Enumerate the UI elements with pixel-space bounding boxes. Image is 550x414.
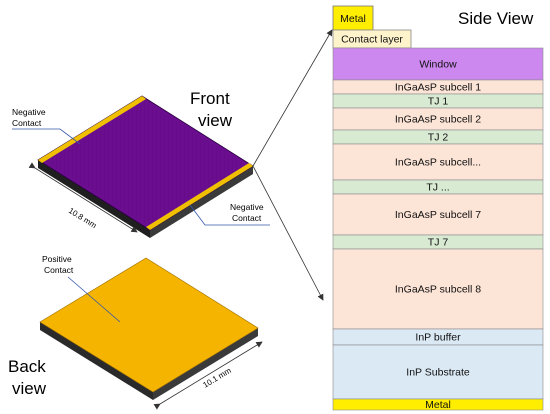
negative-contact-label-right-2: Contact [232,213,262,223]
front-view-label-1: Front [190,89,230,108]
layer-rect-12 [332,398,544,411]
negative-contact-label-right-1: Negative [230,202,264,212]
back-view-chip [39,257,259,400]
layer-label-4: TJ 2 [428,131,449,143]
metal-top-label: Metal [340,13,366,25]
front-view-chip [37,95,254,238]
negative-contact-leader-right [189,204,270,226]
contact-layer-label: Contact layer [341,33,403,45]
dim-line-front [28,162,138,233]
back-chip-left-edge [40,322,153,400]
negative-contact-label-top-2: Contact [12,118,42,128]
negative-contact-label-top-1: Negative [12,107,46,117]
arrow-to-bottom [252,165,324,301]
side-view-label: Side View [458,9,534,28]
layer-label-3: InGaAsP subcell 2 [395,113,481,125]
negative-contact-stripe-top [38,96,146,163]
negative-contact-stripe-bottom [146,163,253,230]
positive-contact-leader [67,276,121,323]
negative-contact-leader-top [12,128,81,145]
layer-label-9: InGaAsP subcell 8 [395,283,481,295]
dim-label-front: 10.8 mm [67,206,98,230]
layer-label-8: TJ 7 [428,236,449,248]
layer-label-5: InGaAsP subcell... [395,156,481,168]
back-view-label-2: view [12,379,47,398]
layer-label-10: InP buffer [415,331,461,343]
layer-rect-5 [332,143,544,181]
front-view-label-2: view [198,111,233,130]
arrow-to-top [252,29,333,167]
layer-label-7: InGaAsP subcell 7 [395,209,481,221]
layer-rect-0 [332,47,544,81]
layer-label-1: InGaAsP subcell 1 [395,81,481,93]
front-chip-grid [44,100,247,226]
layer-label-12: Metal [425,399,451,411]
layer-label-2: TJ 1 [428,95,449,107]
layer-label-0: Window [419,58,457,70]
layer-rect-11 [332,344,544,400]
layer-label-11: InP Substrate [406,366,470,378]
front-chip-right-edge [150,166,253,238]
back-view-label-1: Back [8,357,46,376]
positive-contact-label-2: Contact [44,265,74,275]
positive-contact-label-1: Positive [42,254,72,264]
layer-rect-7 [332,193,544,236]
layer-label-6: TJ ... [426,181,449,193]
dim-line-back [153,341,263,410]
